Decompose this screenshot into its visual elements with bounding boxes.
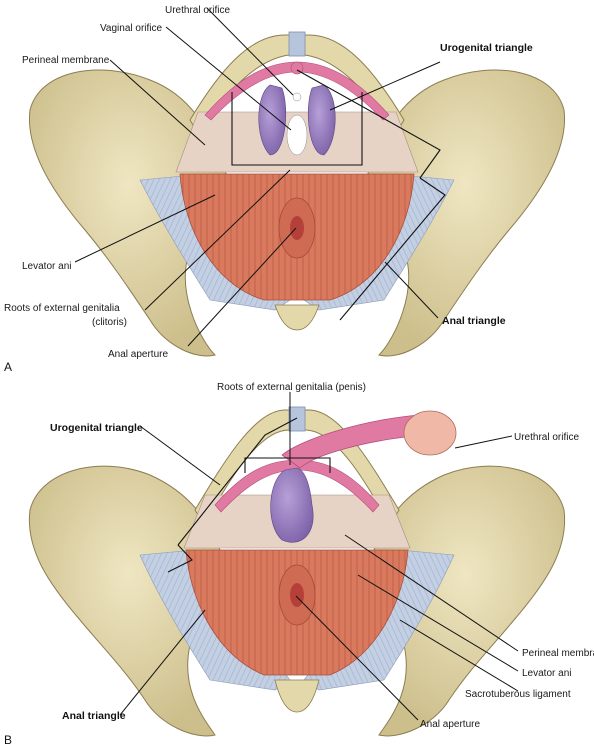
panel-b-right-hip-bone xyxy=(366,465,566,737)
panel-a-anal-aperture-mark xyxy=(290,216,304,240)
panel-b-letter: B xyxy=(4,733,12,747)
panel-b-perineal-membrane-label: Perineal membrane xyxy=(522,648,594,659)
panel-b-bulb xyxy=(270,467,314,543)
panel-a-right-bulb xyxy=(307,84,336,156)
panel-b-anal-aperture-mark xyxy=(290,583,304,607)
panel-b-anal-triangle-outline xyxy=(167,544,193,573)
panel-a-urogenital-triangle-label: Urogenital triangle xyxy=(440,42,533,54)
panel-b-roots-penis-label: Roots of external genitalia (penis) xyxy=(217,382,366,393)
panel-b-urethral-orifice-label: Urethral orifice xyxy=(514,432,579,443)
panel-a-urethral-orifice-mark xyxy=(292,92,302,102)
panel-b-anal-triangle-label: Anal triangle xyxy=(62,710,126,722)
panel-a-levator-ani-label: Levator ani xyxy=(22,261,71,272)
panel-b-sacrotuberous-ligament-label: Sacrotuberous ligament xyxy=(465,689,571,700)
panel-a-urogenital-box xyxy=(231,92,363,166)
panel-b-crura xyxy=(214,459,380,513)
panel-a-clitoral-crura xyxy=(204,61,390,121)
panel-a-urogenital-triangle-outline xyxy=(296,69,441,179)
panel-a-vaginal-orifice-mark xyxy=(286,114,308,156)
panel-a-right-hip-bone xyxy=(365,69,566,357)
panel-a-anal-triangle-outline xyxy=(339,177,446,321)
panel-a-pubic-symphysis xyxy=(288,31,306,57)
panel-b-illustration xyxy=(28,406,566,737)
panel-b-leader-lines xyxy=(119,392,519,721)
panel-b-urogenital-box xyxy=(244,457,331,473)
panel-a-left-bulb xyxy=(258,84,287,156)
panel-a-vaginal-orifice-label: Vaginal orifice xyxy=(100,23,163,34)
panel-b-anal-aperture-label: Anal aperture xyxy=(420,719,480,730)
panel-b-glans xyxy=(403,410,457,456)
panel-a-anal-triangle-label: Anal triangle xyxy=(442,315,506,327)
panel-b-levator-ani-label: Levator ani xyxy=(522,668,571,679)
panel-a-roots-label-line2: (clitoris) xyxy=(92,317,127,328)
panel-a-anal-aperture-label: Anal aperture xyxy=(108,349,168,360)
panel-a-letter: A xyxy=(4,360,12,374)
panel-a-clitoris xyxy=(290,61,304,75)
panel-a-coccyx xyxy=(274,304,320,331)
panel-b-left-hip-bone xyxy=(28,465,228,737)
panel-a-roots-label-line1: Roots of external genitalia xyxy=(4,303,120,314)
panel-a-urethral-orifice-label: Urethral orifice xyxy=(165,5,230,16)
panel-a-leader-lines xyxy=(74,7,441,347)
panel-b-coccyx xyxy=(274,679,320,713)
panel-a-left-hip-bone xyxy=(28,69,229,357)
panel-a-perineal-membrane-label: Perineal membrane xyxy=(22,55,110,66)
panel-b-urogenital-triangle-outline xyxy=(177,417,298,546)
panel-b-pubic-symphysis xyxy=(288,406,306,432)
panel-b-urogenital-triangle-label: Urogenital triangle xyxy=(50,422,143,434)
